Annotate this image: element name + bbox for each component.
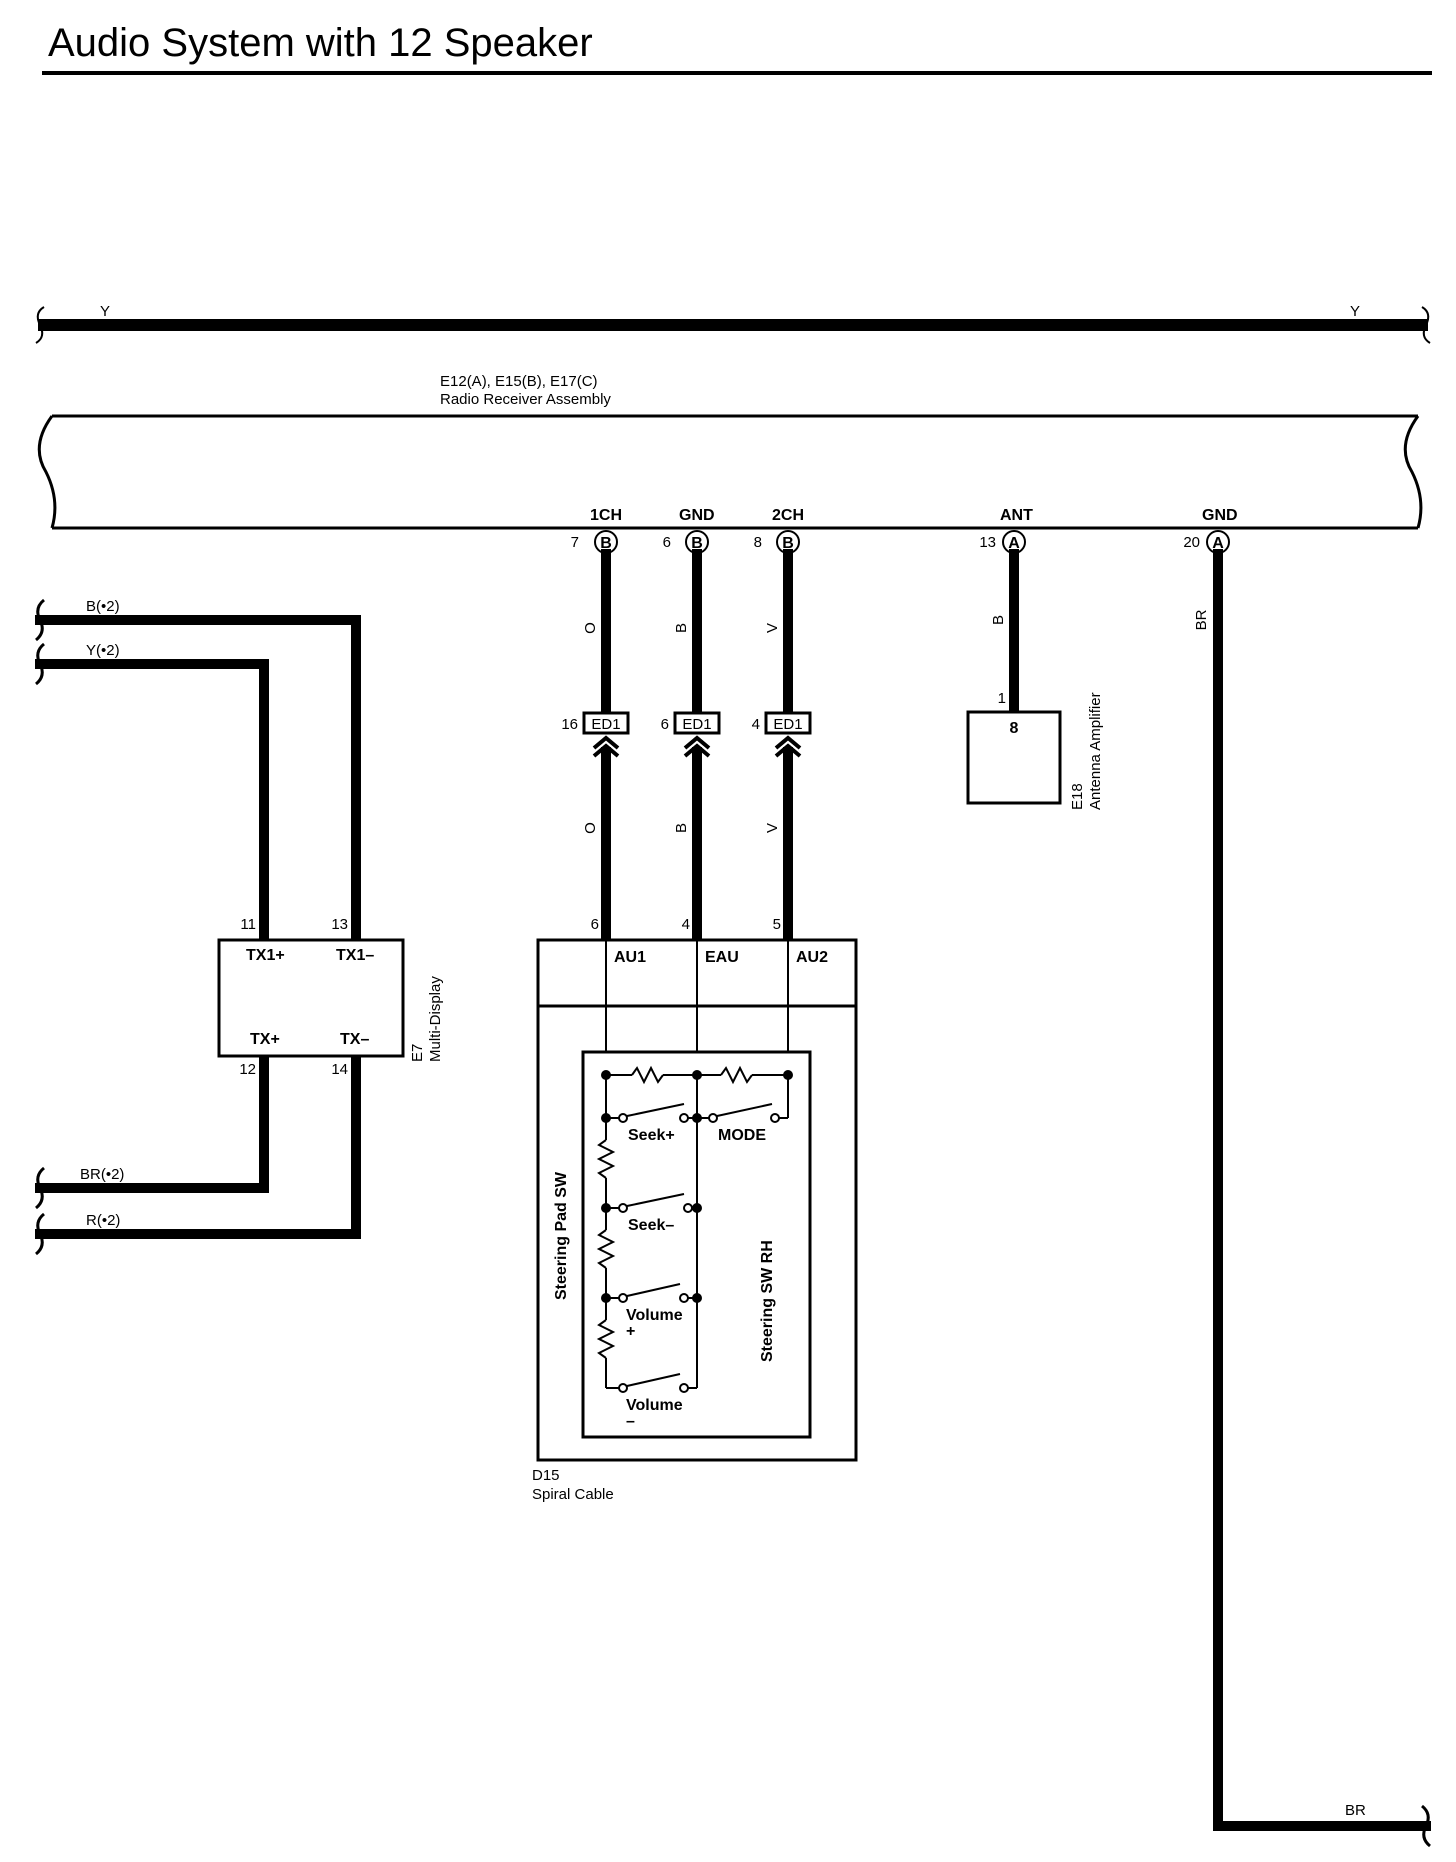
switch-volume-minus: Volume — [626, 1397, 683, 1414]
d15-pin-5: 5 — [773, 916, 781, 933]
conn-1ch: B — [600, 535, 612, 552]
md-label-txm: TX– — [340, 1031, 369, 1048]
junction-ed1-b: ED1 — [682, 716, 711, 733]
top-bus: Y Y — [35, 303, 1431, 344]
pin-label-1ch: 1CH — [590, 507, 622, 524]
conn-gnd: B — [691, 535, 703, 552]
switch-mode: MODE — [718, 1127, 766, 1144]
md-pin-12: 12 — [239, 1061, 256, 1078]
wire-label-r: R(•2) — [86, 1212, 120, 1229]
steering-pad-label: Steering Pad SW — [553, 1171, 570, 1300]
radio-pins: 1CH GND 2CH ANT GND 7 6 8 13 20 B B B A … — [571, 507, 1238, 554]
d15-eau: EAU — [705, 949, 739, 966]
junction-ed1-c: ED1 — [773, 716, 802, 733]
switch-seek-plus: Seek+ — [628, 1127, 675, 1144]
antenna-pin: 1 — [998, 690, 1006, 707]
junction-ed1-a: ED1 — [591, 716, 620, 733]
radio-ids: E12(A), E15(B), E17(C) — [440, 373, 598, 390]
junction-num-16: 16 — [561, 716, 578, 733]
pin-num-8: 8 — [754, 534, 762, 551]
d15-pin-6: 6 — [591, 916, 599, 933]
junction-num-6: 6 — [661, 716, 669, 733]
wire-color-ant: B — [990, 615, 1007, 625]
radio-name: Radio Receiver Assembly — [440, 391, 611, 408]
md-label-txp: TX+ — [250, 1031, 280, 1048]
antenna-amplifier: B 1 8 E18 Antenna Amplifier — [966, 549, 1104, 810]
wire-label-b: B(•2) — [86, 598, 120, 615]
conn-2ch: B — [782, 535, 794, 552]
switch-volume-minus-sign: – — [626, 1413, 635, 1430]
wire-label-y: Y(•2) — [86, 642, 120, 659]
d15-id: D15 — [532, 1467, 560, 1484]
ground-bottom-label: BR — [1345, 1802, 1366, 1819]
multi-display-wires: B(•2) Y(•2) BR(•2) R(•2) — [35, 598, 361, 1256]
switch-volume-plus-sign: + — [626, 1323, 635, 1340]
antenna-name: Antenna Amplifier — [1087, 692, 1104, 810]
md-pin-13: 13 — [331, 916, 348, 933]
conn-ant: A — [1008, 535, 1020, 552]
pin-label-gnd2: GND — [1202, 507, 1238, 524]
pin-num-13: 13 — [979, 534, 996, 551]
pin-num-6: 6 — [663, 534, 671, 551]
wire-color-o-lower: O — [582, 822, 599, 834]
wire-color-o-upper: O — [582, 622, 599, 634]
antenna-id: E18 — [1069, 783, 1086, 810]
conn-gnd2: A — [1212, 535, 1224, 552]
md-pin-11: 11 — [240, 916, 256, 933]
wire-color-v-lower: V — [764, 823, 781, 833]
radio-receiver: E12(A), E15(B), E17(C) Radio Receiver As… — [37, 373, 1423, 530]
steering-switch: Steering Pad SW Steering SW RH Seek+ MOD… — [553, 1050, 812, 1439]
pin-label-ant: ANT — [1000, 507, 1033, 524]
md-label-tx1m: TX1– — [336, 947, 374, 964]
antenna-box-label: 8 — [1010, 720, 1019, 737]
multi-display: 11 13 12 14 TX1+ TX1– TX+ TX– E7 Multi-D… — [217, 916, 444, 1078]
junction-num-4: 4 — [752, 716, 760, 733]
wire-color-b-lower: B — [673, 823, 690, 833]
d15-pin-4: 4 — [682, 916, 690, 933]
md-pin-14: 14 — [331, 1061, 348, 1078]
switch-volume-plus: Volume — [626, 1307, 683, 1324]
pin-num-20: 20 — [1183, 534, 1200, 551]
wire-color-br: BR — [1193, 609, 1210, 630]
bus-label-right: Y — [1350, 303, 1360, 320]
pin-label-gnd: GND — [679, 507, 715, 524]
wire-color-b-upper: B — [673, 623, 690, 633]
pin-num-7: 7 — [571, 534, 579, 551]
md-label-tx1p: TX1+ — [246, 947, 285, 964]
ground-wire: BR BR — [1193, 549, 1431, 1848]
ed1-wires: O B V ED1 ED1 ED1 16 6 4 O B V — [561, 549, 812, 945]
bus-label-left: Y — [100, 303, 110, 320]
md-name: Multi-Display — [427, 976, 444, 1062]
page-title: Audio System with 12 Speaker — [48, 21, 593, 65]
d15-au1: AU1 — [614, 949, 646, 966]
d15-au2: AU2 — [796, 949, 828, 966]
wire-label-br: BR(•2) — [80, 1166, 124, 1183]
steering-rh-label: Steering SW RH — [759, 1240, 776, 1362]
switch-seek-minus: Seek– — [628, 1217, 674, 1234]
wire-color-v-upper: V — [764, 623, 781, 633]
pin-label-2ch: 2CH — [772, 507, 804, 524]
md-id: E7 — [409, 1044, 426, 1062]
d15-name: Spiral Cable — [532, 1486, 614, 1503]
